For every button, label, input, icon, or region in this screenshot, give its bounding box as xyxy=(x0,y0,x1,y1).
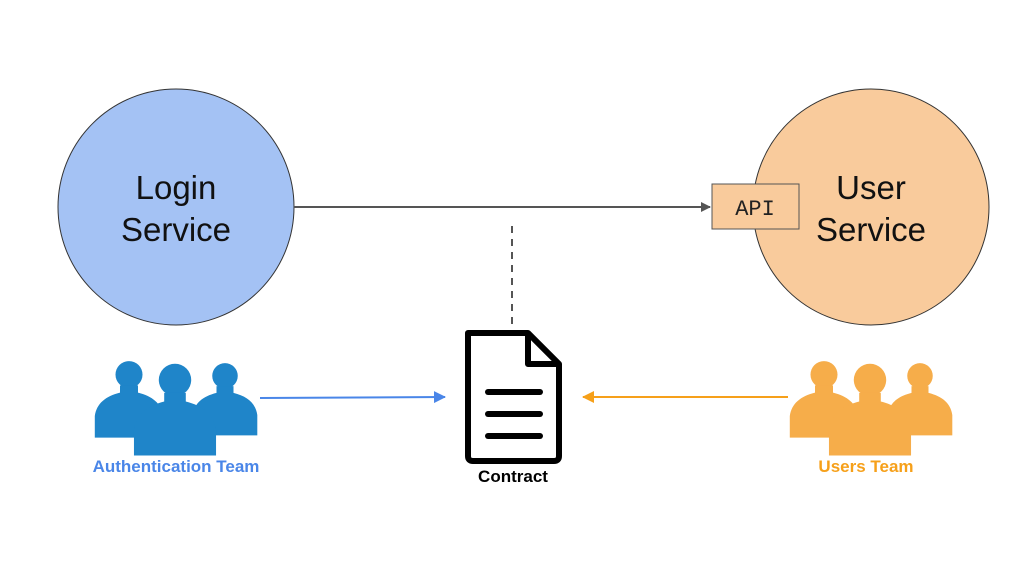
user-service-label-line2: Service xyxy=(816,211,926,248)
login-service-node: Login Service xyxy=(57,88,295,326)
contract-label: Contract xyxy=(478,467,548,486)
authentication-team-icon xyxy=(94,361,258,456)
login-service-label-line2: Service xyxy=(121,211,231,248)
users-team-label: Users Team xyxy=(818,457,913,476)
login-service-label-line1: Login xyxy=(136,169,217,206)
auth-team-to-contract-arrow xyxy=(259,391,446,404)
api-label: API xyxy=(735,197,775,222)
login-service-circle xyxy=(57,88,295,326)
document-icon xyxy=(465,330,562,464)
users-team-icon xyxy=(789,361,953,456)
authentication-team-label: Authentication Team xyxy=(93,457,260,476)
api-box: API xyxy=(711,183,800,230)
user-service-label-line1: User xyxy=(836,169,906,206)
user-service-node: User Service xyxy=(752,88,990,326)
